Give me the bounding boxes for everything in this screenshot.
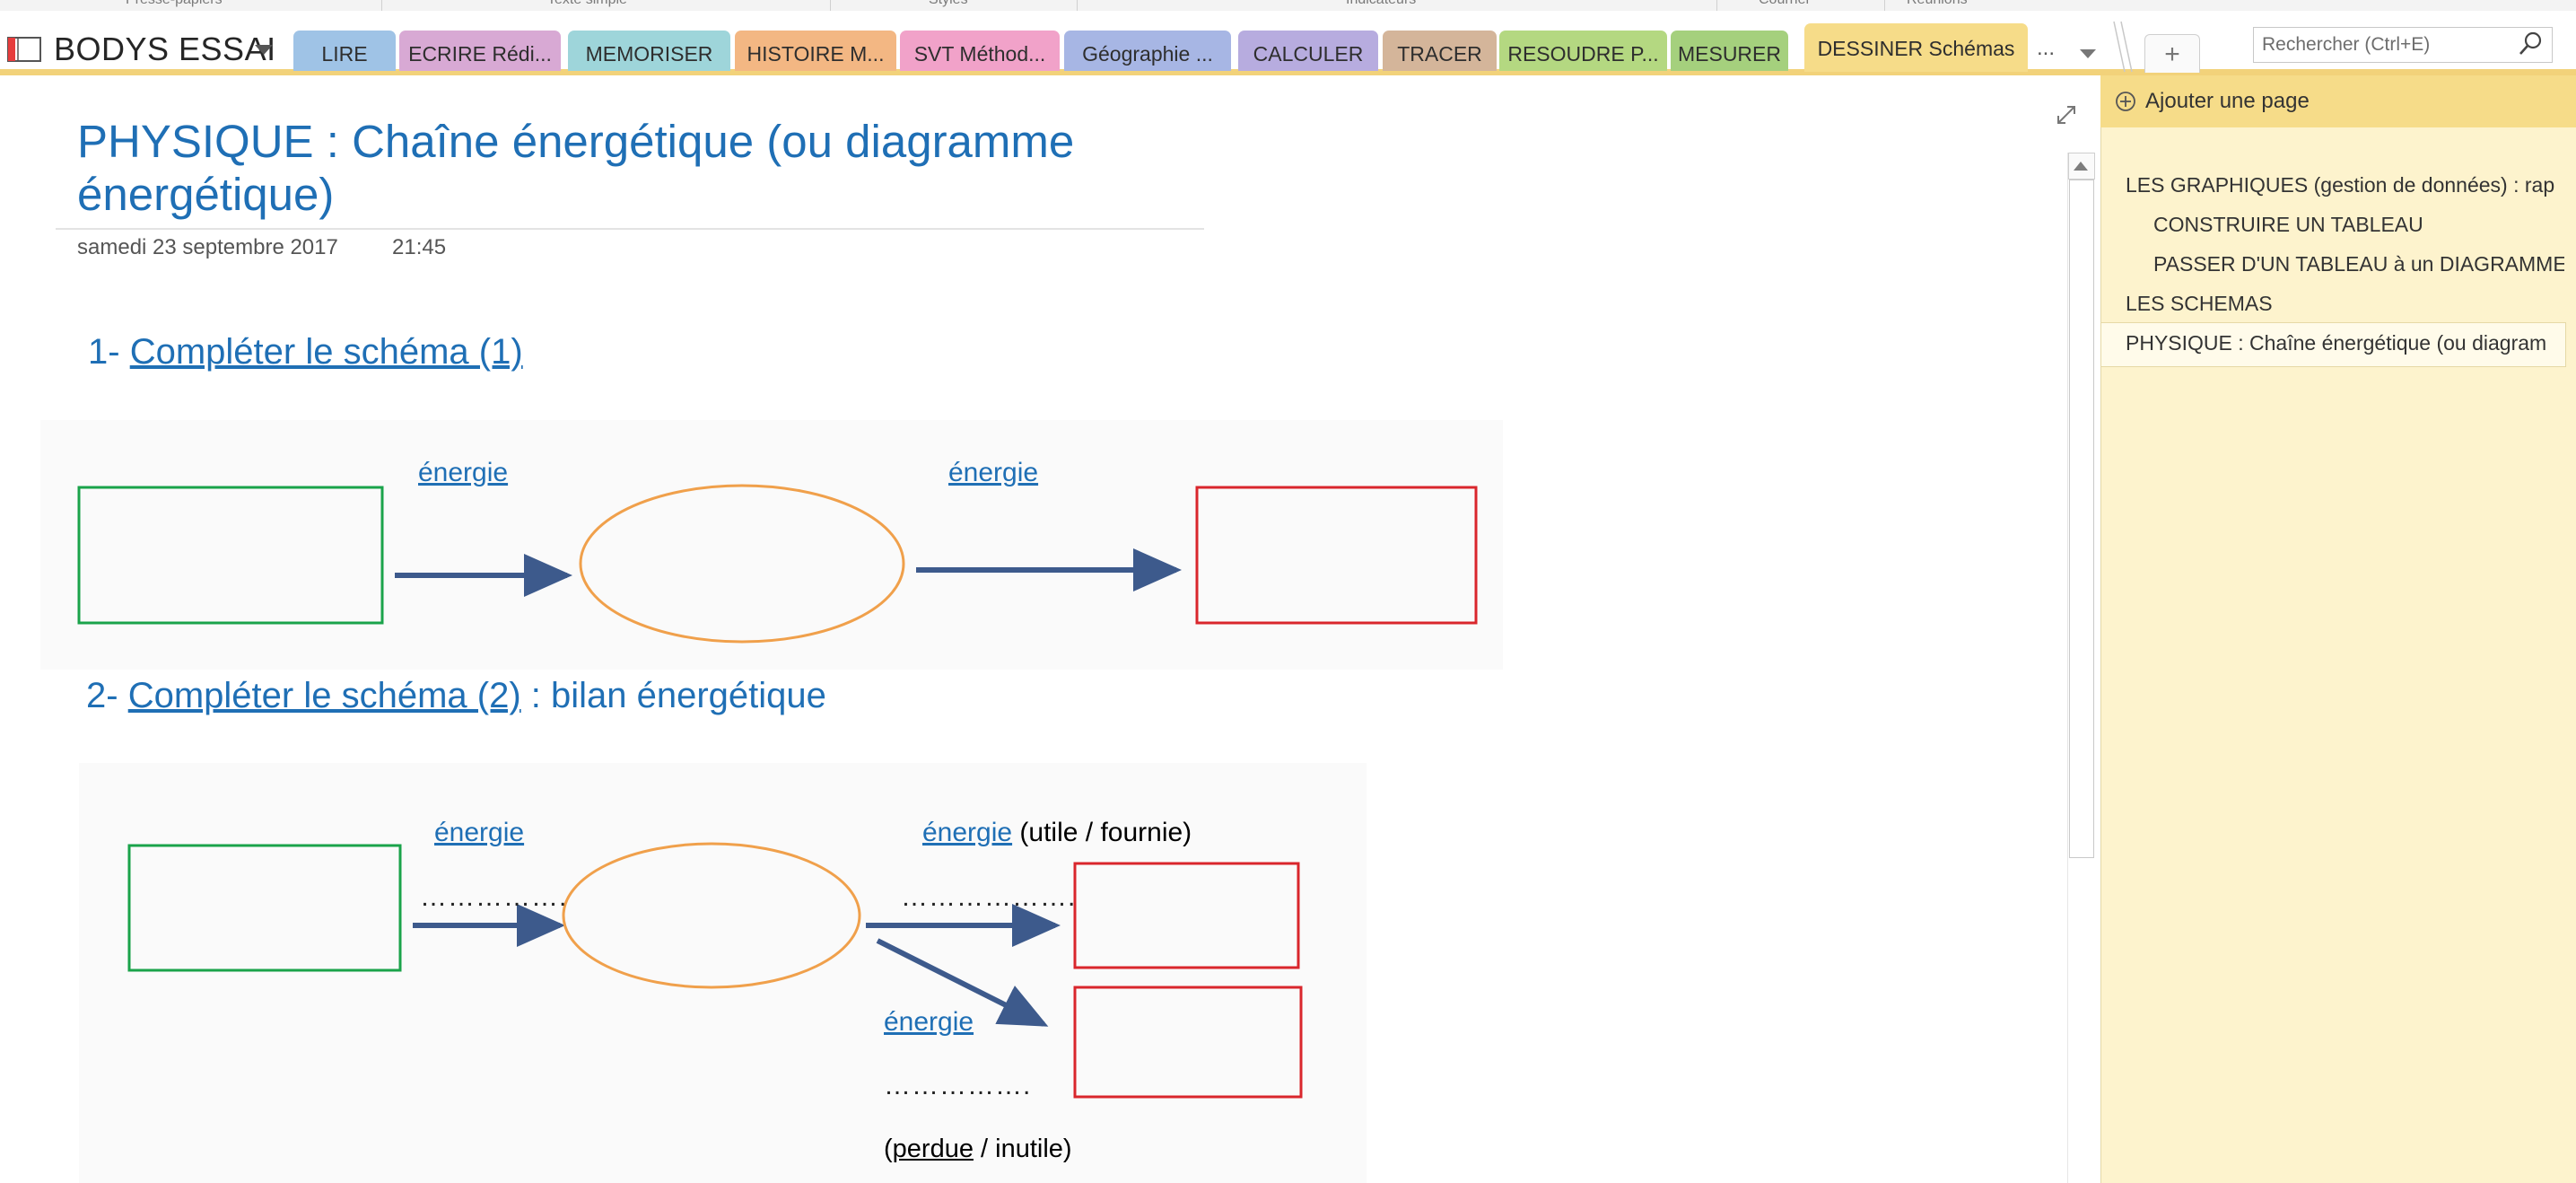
ribbon-separator [830,0,831,11]
useful-energy-label[interactable]: énergie (utile / fournie) [922,818,1192,847]
receiver-box[interactable] [1195,486,1478,625]
section-2-heading: 2- Compléter le schéma (2) : bilan énerg… [86,676,826,716]
section-tab-2[interactable]: ECRIRE Rédi... [399,31,561,71]
lost-energy-blank[interactable]: ……………. [884,1071,1032,1100]
page-time: 21:45 [392,235,447,259]
expand-icon[interactable] [2055,103,2078,127]
energy-label[interactable]: énergie [434,818,525,847]
lost-receiver-box[interactable] [1073,986,1303,1099]
notebook-dropdown-icon[interactable] [255,45,273,55]
ribbon-group-label: Indicateurs [1346,0,1416,8]
section-tab-1[interactable]: LIRE [293,31,396,71]
notebook-name[interactable]: BODYS ESSAI [54,31,276,67]
page-list-item[interactable]: LES SCHEMAS [2126,292,2273,315]
section-2-suffix: : bilan énergétique [520,676,826,715]
tab-bar-underline [0,69,2576,75]
section-2-link[interactable]: Compléter le schéma (2) [127,676,521,715]
ribbon-separator [1077,0,1078,11]
source-box[interactable] [77,486,384,625]
section-tab-3[interactable]: MEMORISER [568,31,730,71]
notebook-icon[interactable] [7,36,41,63]
energy-label[interactable]: énergie [948,458,1039,487]
page-list-item[interactable]: PASSER D'UN TABLEAU à un DIAGRAMME [2153,252,2564,276]
page-list-item[interactable]: PHYSIQUE : Chaîne énergétique (ou diagra… [2126,331,2547,355]
add-circle-icon[interactable] [2115,91,2136,112]
section-tab-4[interactable]: HISTOIRE M... [735,31,896,71]
chevron-down-icon[interactable] [2080,49,2096,58]
pages-pane [2100,75,2576,1183]
section-tab-7[interactable]: CALCULER [1238,31,1378,71]
section-1-number: 1- [88,332,120,372]
page-date: samedi 23 septembre 2017 [77,235,338,259]
add-section-button[interactable]: + [2144,34,2200,73]
title-divider [56,228,1204,230]
search-input[interactable] [2260,30,2515,60]
page-title[interactable]: PHYSIQUE : Chaîne énergétique (ou diagra… [77,116,1075,220]
section-2-number: 2- [86,676,118,715]
useful-energy-blank[interactable]: ………………. [901,882,1077,912]
page-list-item[interactable]: LES GRAPHIQUES (gestion de données) : ra… [2126,173,2555,197]
ribbon-group-label: Styles [929,0,968,8]
section-tab-11[interactable]: DESSINER Schémas [1804,23,2028,72]
ribbon-group-label: Texte simple [547,0,627,8]
search-icon[interactable] [2518,31,2545,57]
ribbon-group-label: Réunions [1907,0,1968,8]
converter-ellipse[interactable] [579,484,905,644]
section-1-link[interactable]: Compléter le schéma (1) [129,332,523,372]
section-tab-9[interactable]: RESOUDRE P... [1499,31,1667,71]
converter-ellipse[interactable] [562,842,861,989]
ribbon-separator [1716,0,1717,11]
section-tab-5[interactable]: SVT Méthod... [900,31,1060,71]
energy-blank[interactable]: ……………. [420,882,568,912]
more-sections-button[interactable]: ... [2037,36,2056,60]
page-list-item[interactable]: CONSTRUIRE UN TABLEAU [2153,213,2423,236]
section-tab-6[interactable]: Géographie ... [1064,31,1231,71]
ribbon-group-label: Presse-papiers [126,0,223,8]
add-page-button[interactable] [2100,75,2576,127]
section-tab-10[interactable]: MESURER [1671,31,1788,71]
lost-energy-arrow [876,938,1049,1027]
scrollbar-thumb[interactable] [2069,180,2094,858]
energy-label[interactable]: énergie [418,458,509,487]
ribbon-separator [1884,0,1885,11]
tab-divider-icon [2113,21,2133,73]
section-tab-8[interactable]: TRACER [1383,31,1497,71]
chevron-up-icon [2074,162,2088,171]
useful-receiver-box[interactable] [1073,862,1300,969]
section-1-heading: 1- Compléter le schéma (1) [88,332,523,372]
lost-energy-label[interactable]: énergie [884,1007,974,1037]
lost-energy-caption: (perdue / inutile) [884,1135,1072,1163]
ribbon-separator [381,0,382,11]
add-page-label[interactable]: Ajouter une page [2145,89,2310,113]
source-box[interactable] [127,844,402,972]
selected-page-highlight [2100,322,2566,367]
ribbon-group-label: Courrier [1759,0,1811,8]
